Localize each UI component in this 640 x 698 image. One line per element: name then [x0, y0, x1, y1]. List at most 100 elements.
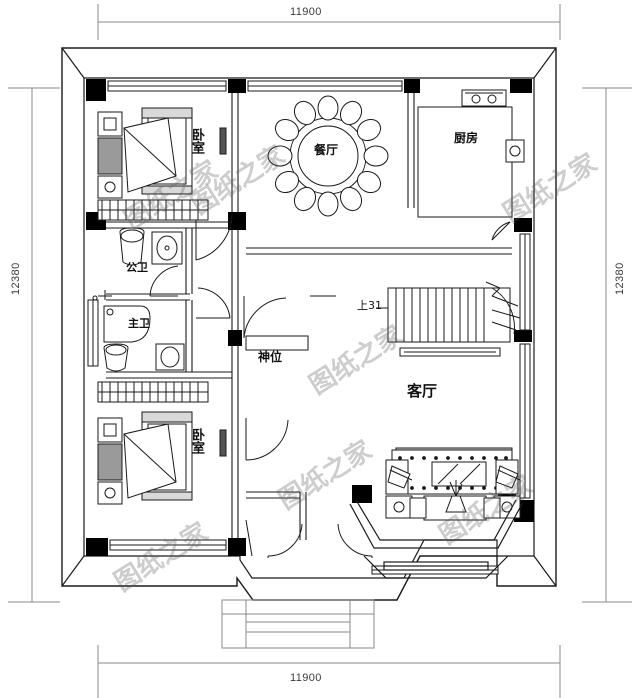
room-label-bedroom-upper: 卧室 [189, 128, 204, 154]
public-bath-fixtures [119, 227, 183, 266]
column-bay-left [352, 485, 372, 503]
column-mid-bottom [228, 538, 246, 556]
outer-wall-band [61, 47, 557, 587]
dining-chair [339, 186, 363, 212]
plant-pot [445, 495, 467, 513]
wardrobe-hanger-marks-lower [98, 382, 208, 402]
stair-winder-riser-3 [491, 321, 517, 331]
dining-chair [317, 95, 339, 121]
dimension-label-top: 11900 [290, 6, 322, 18]
door-arc-master-bath [197, 287, 231, 319]
master-bath-fixtures [92, 290, 185, 372]
dining-table-inner [297, 125, 359, 187]
plant-leaves [449, 480, 463, 497]
washbasin-public-drain [164, 245, 170, 251]
kitchen-fixtures [417, 89, 525, 218]
dining-chair [293, 100, 317, 126]
room-label-dining-room: 餐厅 [314, 143, 339, 157]
shower-tray-master [103, 305, 151, 343]
stair-up-arrow [485, 281, 501, 297]
door-swings [149, 212, 511, 558]
cooktop-burner [487, 94, 497, 104]
door-arc-bedroom-lower [245, 419, 289, 461]
dimension-label-bottom: 11900 [290, 672, 322, 684]
drain-point-master [92, 295, 98, 301]
door-arc-kitchen [491, 221, 511, 241]
shrine-niche-shelf [245, 335, 309, 351]
coffee-table [431, 461, 487, 487]
bed-lower-footboard [141, 491, 193, 501]
bedroom-lower-furniture [97, 381, 227, 505]
hall-splay-left [245, 519, 253, 557]
entry-porch-steps [221, 599, 375, 649]
door-arc-bedroom-upper [195, 213, 233, 261]
corner-splay-bl [61, 555, 85, 587]
toilet-public-tank [120, 229, 144, 243]
room-label-kitchen: 厨房 [454, 131, 479, 145]
nightstand-lamp-3 [103, 423, 117, 437]
bay-sill-outline [363, 555, 509, 579]
kitchen-sink-bowl [509, 145, 521, 157]
rug-upper [97, 137, 123, 175]
quilt-fold-2 [123, 433, 177, 483]
dining-chair [267, 145, 293, 167]
dining-chair [339, 100, 363, 126]
corner-splay-br [533, 555, 557, 587]
living-room-furniture [385, 447, 521, 521]
radiator-upper [219, 127, 227, 155]
nightstand-lamp-1 [103, 117, 117, 131]
dining-chair [317, 191, 339, 217]
shower-head-master [106, 308, 114, 316]
bed-upper-headboard [141, 107, 193, 119]
dining-chair [274, 118, 300, 142]
floor-drain-master [98, 290, 112, 300]
interior-walls [106, 93, 512, 540]
toilet-master-tank [105, 344, 127, 356]
bay-window-assembly [349, 499, 523, 579]
inner-wall-face [83, 77, 535, 579]
quilt-fold-1 [123, 127, 177, 177]
ottoman-right-pad [483, 497, 501, 519]
column-right-1 [514, 218, 532, 232]
column-mid-2 [228, 330, 242, 346]
door-arc-entry-left [267, 523, 303, 557]
cooktop-burner [471, 94, 481, 104]
porch-slab [221, 599, 375, 649]
room-label-public-bath: 公卫 [126, 261, 148, 274]
column-top-mid-right [404, 79, 420, 93]
dining-chairs [267, 95, 389, 217]
room-label-shrine-niche: 神位 [258, 350, 283, 364]
cooktop-unit [461, 89, 507, 107]
dining-table-set [267, 95, 389, 217]
dimension-label-right: 12380 [614, 262, 626, 295]
column-top-mid-left [228, 79, 246, 93]
room-label-living-room: 客厅 [407, 382, 438, 400]
ottoman-left-pad [409, 497, 427, 519]
dimension-label-left: 12380 [10, 262, 22, 295]
armchair-right-detail [497, 469, 521, 481]
nightstand-lamp-2 [104, 181, 116, 193]
room-label-bedroom-lower: 卧室 [189, 428, 204, 454]
door-arc-hall-1 [243, 297, 287, 339]
coffee-table-gloss-2 [459, 463, 481, 485]
armchair-left-detail [389, 469, 413, 481]
annotation-stair-direction: 上31 [357, 299, 382, 312]
bay-inner-edge [355, 499, 517, 541]
dining-chair [363, 145, 389, 167]
bedroom-upper-furniture [97, 107, 227, 221]
side-table-left-lamp [393, 501, 405, 513]
dimension-lines [8, 4, 632, 698]
column-tr [510, 79, 532, 93]
coffee-table-gloss-1 [437, 463, 459, 485]
dining-chair [356, 170, 382, 194]
column-mid-1 [228, 212, 246, 230]
dining-chair [293, 186, 317, 212]
wardrobe-hanger-marks-upper [98, 200, 208, 220]
corner-splay-tl [61, 47, 85, 79]
column-right-2 [514, 330, 532, 342]
column-tl [86, 79, 106, 101]
stair-winder-riser-2 [491, 309, 521, 319]
bed-lower-headboard [141, 411, 193, 423]
